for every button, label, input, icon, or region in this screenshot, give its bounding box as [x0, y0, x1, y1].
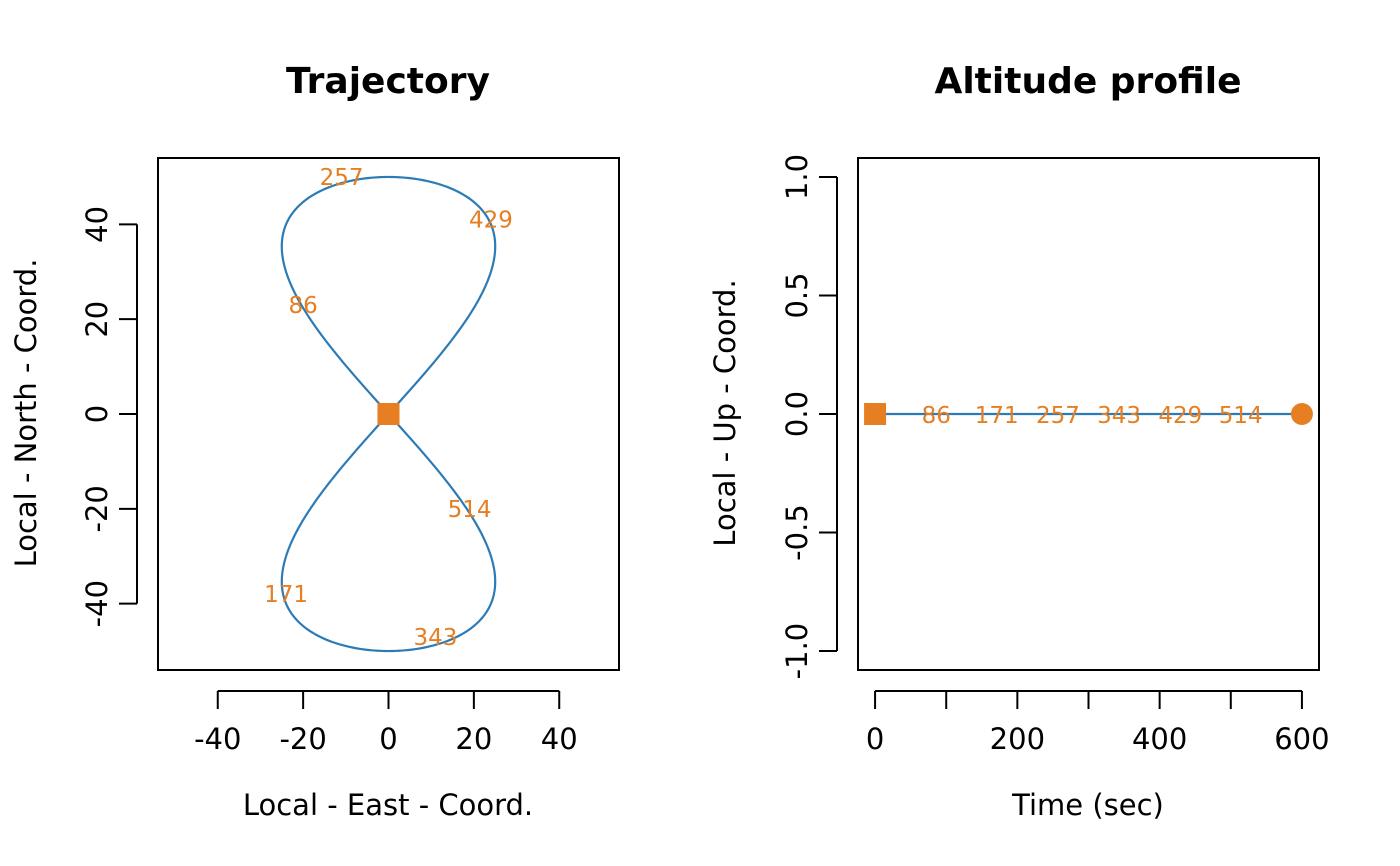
trajectory-annotations: 86 171 257 343 429 514	[264, 165, 513, 651]
trajectory-panel: Trajectory Local - East - Coord. Local -…	[9, 61, 620, 822]
altitude-y-ticks: -1.0 -0.5 0.0 0.5 1.0	[780, 154, 838, 680]
altitude-time-label: 343	[1097, 403, 1141, 429]
trajectory-y-axis-label: Local - North - Coord.	[9, 259, 43, 568]
trajectory-time-label: 171	[264, 582, 308, 608]
altitude-x-tick-label: 200	[990, 722, 1045, 756]
trajectory-y-ticks: -40 -20 0 20 40	[80, 206, 138, 627]
altitude-y-tick-label: 0.5	[780, 272, 814, 318]
altitude-annotations: 86 171 257 343 429 514	[922, 403, 1263, 429]
altitude-y-tick-label: 0.0	[780, 391, 814, 437]
trajectory-x-tick-label: -20	[279, 722, 326, 756]
altitude-x-tick-label: 0	[866, 722, 884, 756]
altitude-x-tick-label: 400	[1132, 722, 1187, 756]
altitude-time-label: 86	[922, 403, 951, 429]
altitude-y-tick-label: 1.0	[780, 154, 814, 200]
trajectory-y-tick-label: 20	[80, 301, 114, 338]
trajectory-x-ticks: -40 -20 0 20 40	[194, 690, 578, 756]
altitude-x-tick-label: 600	[1274, 722, 1329, 756]
altitude-end-marker	[1290, 403, 1313, 425]
altitude-x-axis-label: Time (sec)	[1011, 788, 1164, 822]
altitude-x-ticks: 0 200 400 600	[866, 690, 1330, 756]
altitude-title: Altitude profile	[934, 61, 1241, 102]
trajectory-y-tick-label: -20	[80, 485, 114, 532]
altitude-time-label: 257	[1036, 403, 1080, 429]
trajectory-y-tick-label: -40	[80, 580, 114, 627]
trajectory-markers	[377, 403, 400, 425]
trajectory-time-label: 343	[414, 625, 458, 651]
altitude-y-tick-label: -1.0	[780, 623, 814, 680]
trajectory-x-tick-label: -40	[194, 722, 241, 756]
trajectory-y-tick-label: 0	[80, 405, 114, 423]
altitude-start-marker	[864, 403, 887, 425]
altitude-markers	[864, 403, 1313, 425]
altitude-time-label: 429	[1158, 403, 1202, 429]
trajectory-x-tick-label: 40	[541, 722, 578, 756]
trajectory-time-label: 514	[448, 497, 492, 523]
altitude-y-tick-label: -0.5	[780, 504, 814, 561]
altitude-time-label: 171	[975, 403, 1019, 429]
trajectory-start-marker	[377, 403, 400, 425]
altitude-panel: Altitude profile Time (sec) Local - Up -…	[708, 61, 1330, 822]
altitude-plot-frame	[857, 157, 1320, 671]
altitude-time-label: 514	[1219, 403, 1263, 429]
trajectory-time-label: 429	[469, 208, 513, 234]
trajectory-time-label: 86	[288, 293, 317, 319]
trajectory-x-axis-label: Local - East - Coord.	[243, 788, 533, 822]
altitude-y-axis-label: Local - Up - Coord.	[708, 279, 742, 546]
trajectory-x-tick-label: 0	[379, 722, 397, 756]
trajectory-title: Trajectory	[286, 61, 490, 102]
trajectory-y-tick-label: 40	[80, 206, 114, 243]
trajectory-time-label: 257	[320, 165, 364, 191]
trajectory-x-tick-label: 20	[455, 722, 492, 756]
trajectory-plot-frame	[157, 157, 620, 671]
